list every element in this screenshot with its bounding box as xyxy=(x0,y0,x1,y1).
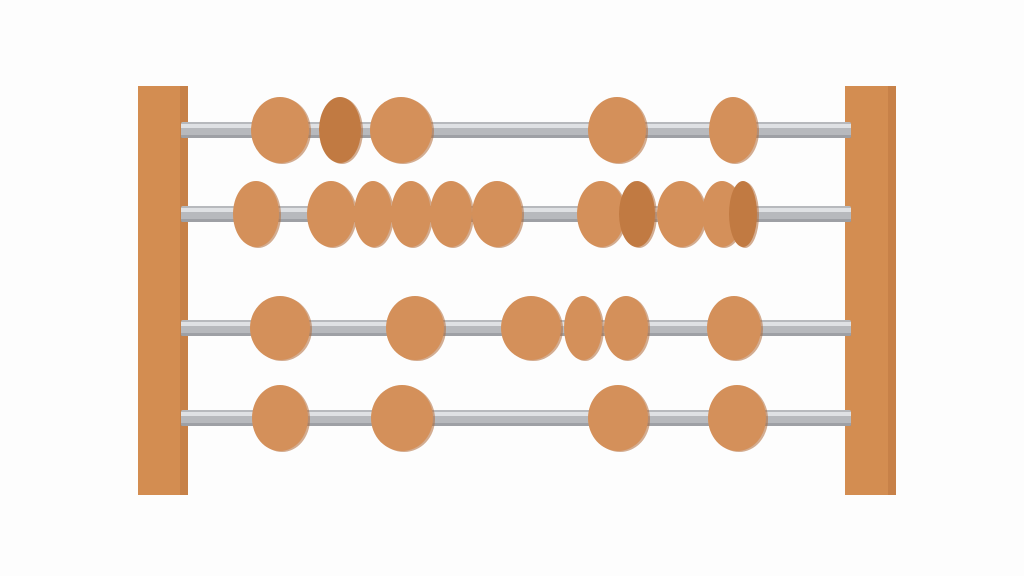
bead-body xyxy=(729,181,757,247)
bead xyxy=(472,181,524,248)
abacus-beads xyxy=(233,97,768,452)
bead xyxy=(354,181,394,248)
bead xyxy=(564,296,604,361)
bead xyxy=(307,181,357,248)
bead-row-3 xyxy=(250,296,763,361)
bead-body xyxy=(233,181,279,247)
bead xyxy=(233,181,281,248)
rod-1-highlight xyxy=(181,124,851,128)
bead xyxy=(391,181,433,248)
rod-4-highlight xyxy=(181,412,851,416)
bead xyxy=(657,181,707,248)
bead xyxy=(251,97,311,164)
bead-body xyxy=(708,385,766,451)
bead-body xyxy=(577,181,625,247)
left-frame-post-body xyxy=(138,86,188,495)
bead xyxy=(604,296,650,361)
bead-body xyxy=(307,181,355,247)
rod-4-shadow xyxy=(181,423,851,426)
bead xyxy=(430,181,474,248)
bead xyxy=(501,296,563,361)
rod-1-shadow xyxy=(181,135,851,138)
right-frame-post-body xyxy=(845,86,896,495)
bead xyxy=(707,296,763,361)
bead xyxy=(588,385,650,452)
bead xyxy=(619,181,657,248)
bead-body xyxy=(391,181,431,247)
abacus-rods xyxy=(181,122,851,426)
left-frame-post xyxy=(138,86,188,495)
bead xyxy=(386,296,446,361)
bead-body xyxy=(371,385,433,451)
bead xyxy=(252,385,310,452)
left-frame-post-shade xyxy=(180,86,188,495)
bead-body xyxy=(588,385,648,451)
bead xyxy=(371,385,435,452)
bead-body xyxy=(370,97,432,163)
bead-body xyxy=(564,296,602,360)
bead xyxy=(250,296,312,361)
bead xyxy=(709,97,759,164)
bead xyxy=(577,181,627,248)
bead xyxy=(729,181,759,248)
bead xyxy=(319,97,363,164)
bead-body xyxy=(707,296,761,360)
bead-row-1 xyxy=(251,97,759,164)
bead-body xyxy=(251,97,309,163)
bead-row-4 xyxy=(252,385,768,452)
right-frame-post xyxy=(845,86,896,495)
abacus-rod-4 xyxy=(181,410,851,426)
bead-body xyxy=(354,181,392,247)
bead-body xyxy=(472,181,522,247)
bead-body xyxy=(657,181,705,247)
bead-body xyxy=(709,97,757,163)
bead-body xyxy=(588,97,646,163)
bead-body xyxy=(604,296,648,360)
bead-row-2 xyxy=(233,181,759,248)
right-frame-post-shade xyxy=(888,86,896,495)
bead-body xyxy=(386,296,444,360)
bead xyxy=(588,97,648,164)
bead-body xyxy=(319,97,361,163)
bead xyxy=(708,385,768,452)
bead xyxy=(370,97,434,164)
bead-body xyxy=(250,296,310,360)
bead-body xyxy=(501,296,561,360)
bead-body xyxy=(619,181,655,247)
bead-body xyxy=(252,385,308,451)
bead-body xyxy=(430,181,472,247)
abacus-frame xyxy=(138,86,896,495)
